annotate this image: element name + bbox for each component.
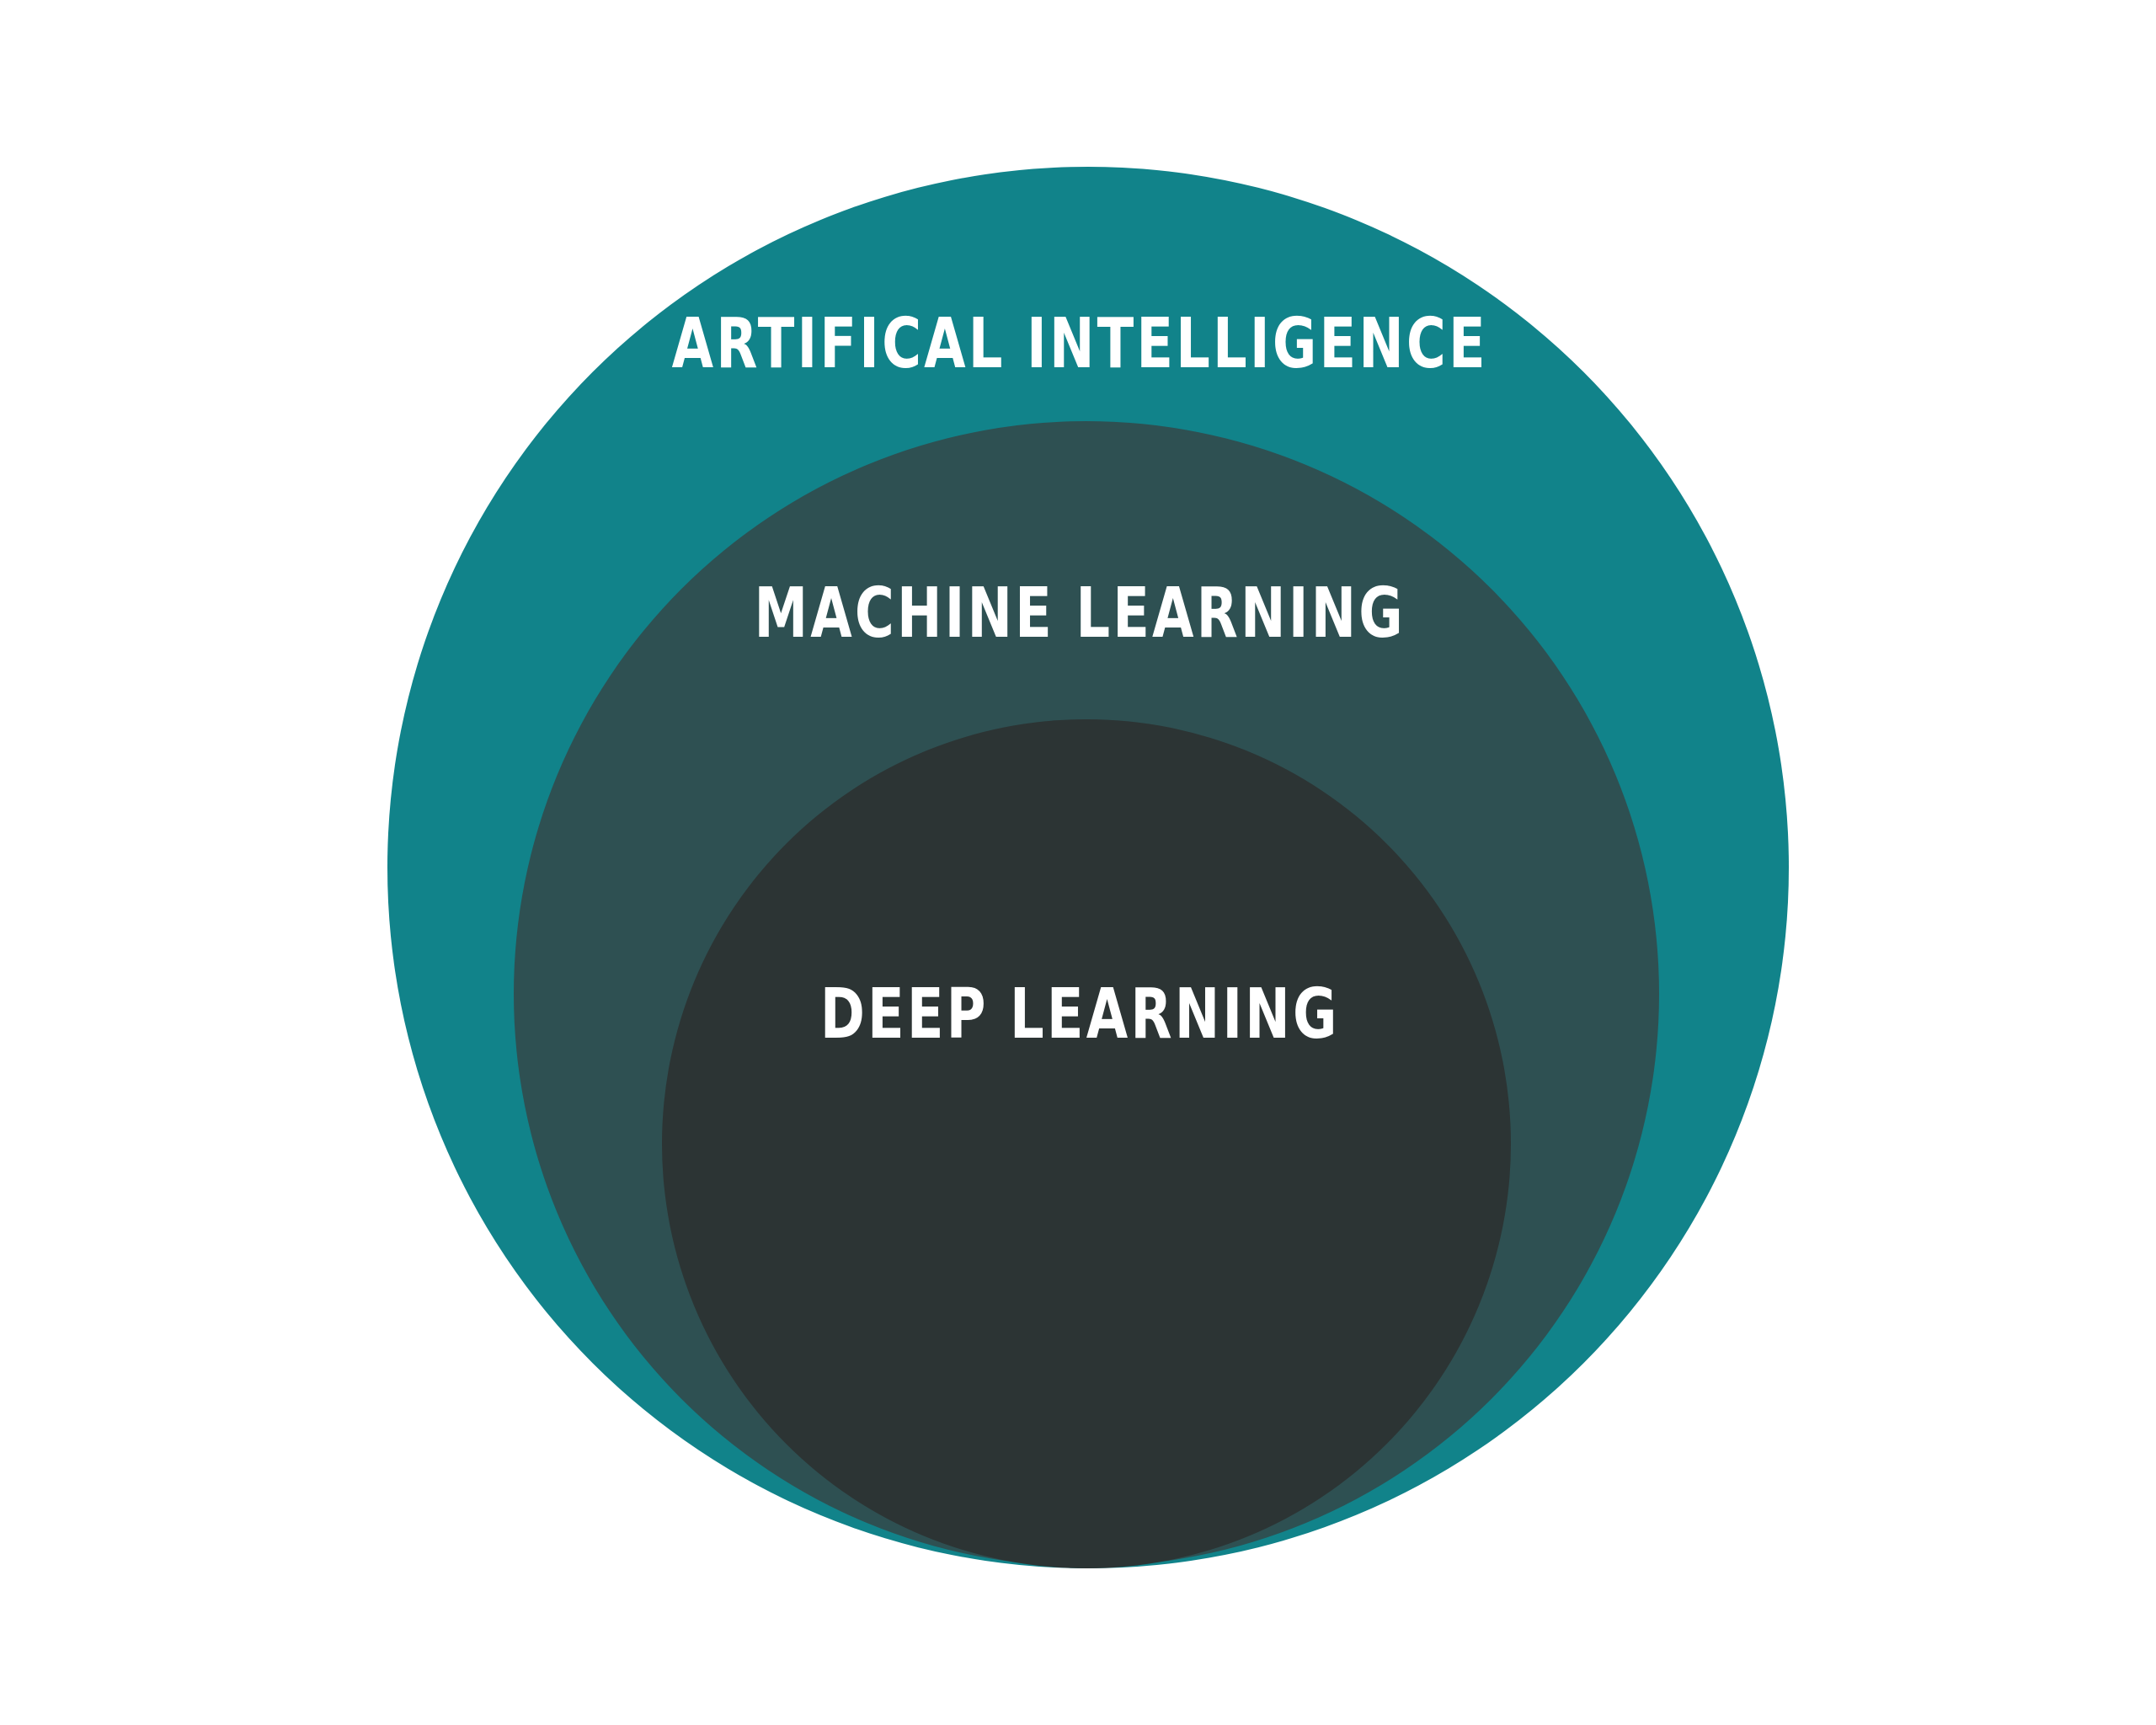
machine-learning-label: MACHINE LEARNING	[754, 574, 1406, 654]
artificial-intelligence-label: ARTIFICAL INTELLIGENCE	[671, 304, 1488, 384]
deep-learning-label: DEEP LEARNING	[819, 975, 1340, 1055]
deep-learning-circle	[662, 719, 1511, 1568]
